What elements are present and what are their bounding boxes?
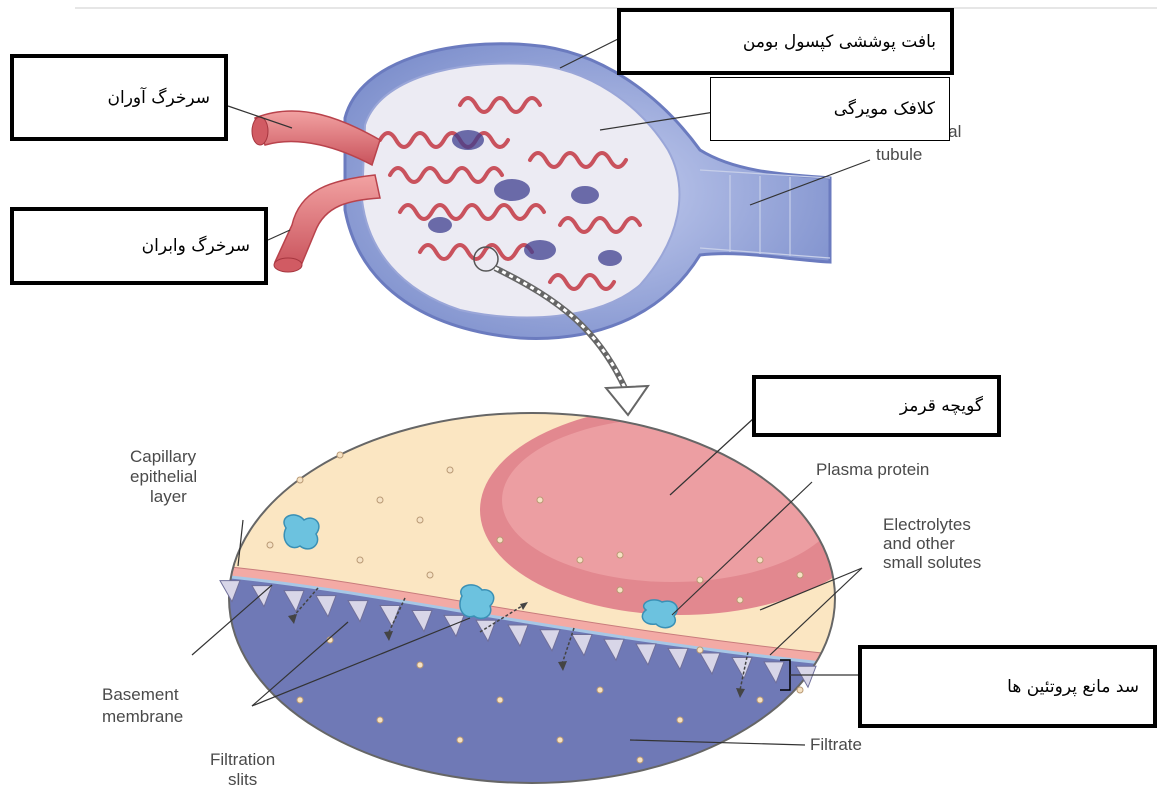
solute-dot	[457, 737, 463, 743]
label-plasma-protein: Plasma protein	[816, 460, 929, 479]
label-filtration-1: Filtration	[210, 750, 275, 769]
solute-dot	[617, 587, 623, 593]
solute-dot	[427, 572, 433, 578]
solute-dot	[797, 572, 803, 578]
label-filtration-2: slits	[228, 770, 257, 787]
label-electrolytes-2: and other	[883, 534, 955, 553]
label-basement-2: membrane	[102, 707, 183, 726]
callout-protein-barrier: سد مانع پروتئین ها	[858, 645, 1157, 728]
label-capillary-3: layer	[150, 487, 187, 506]
label-electrolytes-3: small solutes	[883, 553, 981, 572]
label-electrolytes-1: Electrolytes	[883, 515, 971, 534]
solute-dot	[377, 717, 383, 723]
label-basement-1: Basement	[102, 685, 179, 704]
solute-dot	[417, 517, 423, 523]
solute-dot	[297, 477, 303, 483]
callout-red-blood-cell: گویچه قرمز	[752, 375, 1001, 437]
label-proximal-2: tubule	[876, 145, 922, 164]
solute-dot	[597, 687, 603, 693]
solute-dot	[697, 577, 703, 583]
solute-dot	[617, 552, 623, 558]
solute-dot	[557, 737, 563, 743]
solute-dot	[797, 687, 803, 693]
solute-dot	[697, 647, 703, 653]
label-capillary-1: Capillary	[130, 447, 197, 466]
solute-dot	[447, 467, 453, 473]
solute-dot	[357, 557, 363, 563]
solute-dot	[677, 717, 683, 723]
solute-dot	[757, 557, 763, 563]
callout-bowman-epithelium: بافت پوششی کپسول بومن	[617, 8, 954, 75]
label-capillary-2: epithelial	[130, 467, 197, 486]
solute-dot	[737, 597, 743, 603]
solute-dot	[497, 537, 503, 543]
solute-dot	[377, 497, 383, 503]
solute-dot	[417, 662, 423, 668]
solute-dot	[297, 697, 303, 703]
solute-dot	[267, 542, 273, 548]
solute-dot	[757, 697, 763, 703]
callout-capillary-tuft: کلافک مویرگی	[710, 77, 950, 141]
solute-dot	[637, 757, 643, 763]
label-filtrate: Filtrate	[810, 735, 862, 754]
solute-dot	[577, 557, 583, 563]
solute-dot	[497, 697, 503, 703]
callout-afferent-arteriole: سرخرگ آوران	[10, 54, 228, 141]
solute-dot	[337, 452, 343, 458]
solute-dot	[537, 497, 543, 503]
callout-efferent-arteriole: سرخرگ وابران	[10, 207, 268, 285]
